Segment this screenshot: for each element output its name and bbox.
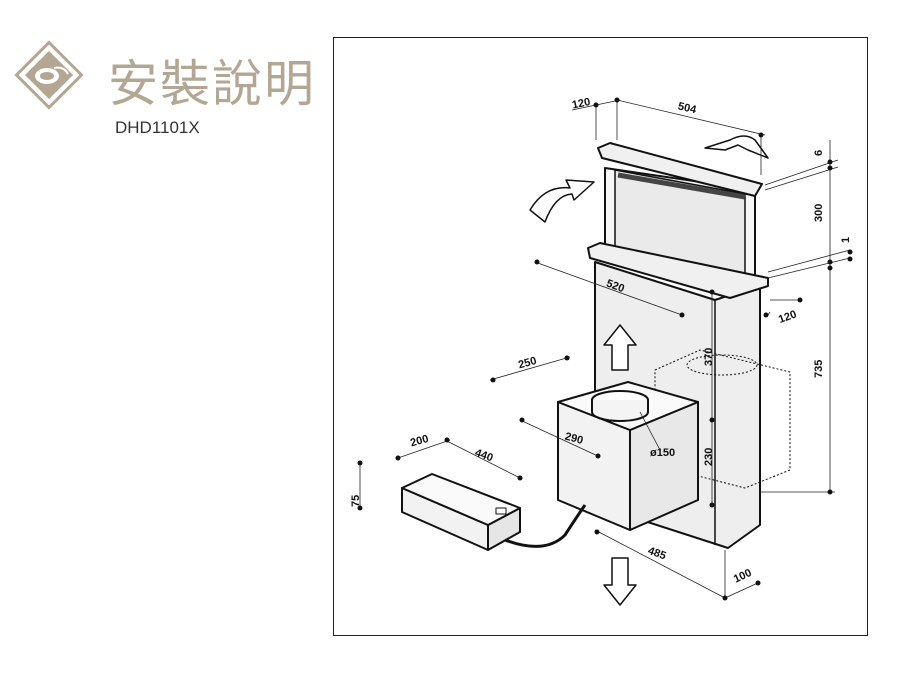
dim-outlet-diameter: ø150 [650, 447, 675, 459]
dim-control-width: 440 [473, 447, 494, 465]
brand-logo [14, 40, 84, 110]
airflow-arrow-up [603, 324, 637, 371]
dim-motor-width: 290 [564, 431, 585, 447]
diagram-frame [333, 37, 868, 636]
top-cap [597, 142, 763, 197]
dim-duct-height: 370 [703, 348, 715, 366]
dim-base-width: 520 [605, 278, 626, 296]
dim-motor-height: 230 [703, 448, 715, 466]
airflow-arrow-down [603, 557, 637, 606]
model-number: DHD1101X [115, 118, 200, 137]
dim-gap: 1 [840, 237, 852, 243]
page-title: 安裝說明 [108, 55, 316, 113]
dim-body-height: 735 [813, 360, 825, 378]
dim-rise-height: 300 [813, 204, 825, 222]
airflow-arrow-in [529, 179, 595, 223]
dim-top-thickness: 6 [813, 150, 825, 156]
dim-base-depth: 120 [777, 308, 798, 326]
dim-bottom-width: 485 [646, 545, 667, 563]
dim-control-height: 75 [350, 495, 362, 507]
dim-control-depth: 200 [409, 433, 430, 449]
base-plate [587, 242, 769, 299]
airflow-arrow-out [704, 135, 769, 159]
dim-top-depth: 120 [571, 96, 591, 112]
dim-bottom-depth: 100 [732, 567, 754, 586]
dim-motor-depth: 250 [517, 355, 538, 371]
dim-top-width: 504 [677, 100, 698, 116]
